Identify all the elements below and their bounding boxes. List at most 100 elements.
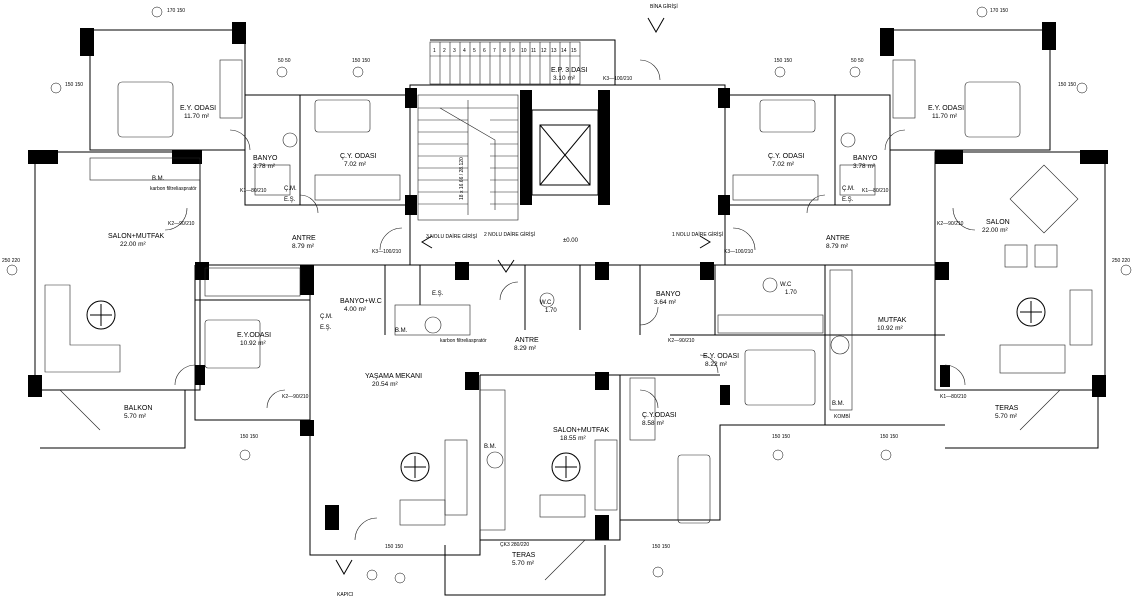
stair-step-numbers: 1 2 3 4 5 6 7 8 9 10 11 12 13 14 15 — [433, 48, 577, 54]
room-name-banyo-c: BANYO — [656, 291, 681, 298]
window-tag: 250 220 — [1112, 258, 1130, 264]
door-code: K3—100/210 — [372, 249, 401, 255]
room-name-antre-c: ANTRE — [515, 337, 539, 344]
room-area-ey-tl: 11.70 m² — [184, 113, 210, 120]
room-area-teras-r: 5.70 m² — [995, 413, 1018, 420]
room-area-antre-l: 8.79 m² — [292, 243, 315, 250]
room-name-ey-ml: E.Y.ODASI — [237, 332, 271, 339]
room-area-cy-tr: 7.02 m² — [772, 161, 795, 168]
stair-number: 11 — [531, 48, 536, 54]
cm-label-tr: Ç.M. — [842, 186, 855, 192]
door-code-labels: K3—100/210 K1—80/210 K1—80/210 K3—100/21… — [168, 76, 967, 548]
door-code: K2—90/210 — [168, 221, 195, 227]
entrance-stairs — [429, 41, 581, 85]
window-tag: 150 150 — [772, 434, 790, 440]
room-name-wc-c: W.C — [540, 300, 552, 306]
stair-number: 7 — [493, 48, 496, 54]
level-marker: ±0.00 — [563, 238, 579, 244]
room-area-salon-r: 22.00 m² — [982, 227, 1008, 234]
room-area-ey-mr: 8.22 m² — [705, 361, 728, 368]
room-name-banyo-ml: BANYO+W.C — [340, 298, 382, 305]
room-name-salon-r: SALON — [986, 219, 1010, 226]
stair-number: 9 — [512, 48, 515, 54]
room-name-antre-l: ANTRE — [292, 235, 316, 242]
room-area-ey-ml: 10.92 m² — [240, 340, 266, 347]
window-tag: 170 150 — [167, 8, 185, 14]
centerline-markers — [86, 297, 1046, 482]
door-code: K1—80/210 — [240, 188, 267, 194]
stair-number: 15 — [571, 48, 577, 54]
room-name-balkon: BALKON — [124, 405, 152, 412]
es-label-c: E.Ş. — [432, 291, 444, 297]
room-name-ey-tl: E.Y. ODASI — [180, 105, 216, 112]
room-area-wc-c: 1.70 — [545, 308, 557, 314]
door-swings — [59, 59, 1061, 581]
room-area-mutfak: 10.92 m² — [877, 325, 903, 332]
room-area-antre-r: 8.79 m² — [826, 243, 849, 250]
stair-number: 13 — [551, 48, 557, 54]
es-label-tl: E.Ş. — [284, 197, 296, 203]
room-area-salon-c: 18.55 m² — [560, 435, 586, 442]
building-entrance-label: BİNA GİRİŞİ — [650, 3, 678, 10]
unit1-entrance-label: 1 NOLU DAİRE GİRİŞİ — [672, 231, 723, 238]
room-labels: E.Y. ODASI 11.70 m² BANYO 3.78 m² Ç.Y. O… — [108, 67, 1019, 567]
bm-label-ml: B.M. — [395, 328, 408, 334]
bm-label-r: B.M. — [832, 401, 845, 407]
window-tag: 150 150 — [240, 434, 258, 440]
es-label-tr: E.Ş. — [842, 197, 854, 203]
room-name-wc-r: W.C — [780, 282, 792, 288]
room-name-yasama: YAŞAMA MEKANI — [365, 373, 422, 380]
cm-label-ml: Ç.M. — [320, 314, 333, 320]
stair-number: 14 — [561, 48, 567, 54]
stair-number: 2 — [443, 48, 446, 54]
room-name-teras-c: TERAS — [512, 552, 536, 559]
window-tag: 150 150 — [385, 544, 403, 550]
es-label-ml: E.Ş. — [320, 325, 332, 331]
entrance-arrows — [335, 17, 711, 576]
door-code: K2—90/210 — [668, 338, 695, 344]
elevator-shaft — [531, 109, 599, 196]
door-code: K2—90/210 — [282, 394, 309, 400]
room-area-teras-c: 5.70 m² — [512, 560, 535, 567]
door-code: K1—80/210 — [940, 394, 967, 400]
room-name-salon-c: SALON+MUTFAK — [553, 427, 610, 434]
room-area-balkon: 5.70 m² — [124, 413, 147, 420]
room-name-ey-tr: E.Y. ODASI — [928, 105, 964, 112]
cm-label-tl: Ç.M. — [284, 186, 297, 192]
room-area-antre-c: 8.29 m² — [514, 345, 537, 352]
door-code: K3—100/210 — [724, 249, 753, 255]
room-name-ep: E.P. 3.DASI — [551, 67, 588, 74]
stair-number: 5 — [473, 48, 476, 54]
room-area-yasama: 20.54 m² — [372, 381, 398, 388]
stair-number: 6 — [483, 48, 486, 54]
bm-label-c: B.M. — [484, 444, 497, 450]
window-tag: 50 50 — [851, 58, 864, 64]
misc-labels: BİNA GİRİŞİ KAPICI 3 NOLU DAİRE GİRİŞİ 2… — [150, 3, 855, 598]
hood-label-l: karbon filtreliaspratör — [150, 186, 197, 192]
room-name-mutfak: MUTFAK — [878, 317, 907, 324]
room-name-salon-l: SALON+MUTFAK — [108, 233, 165, 240]
unit2-entrance-label: 2 NOLU DAİRE GİRİŞİ — [484, 231, 535, 238]
bm-label-l: B.M. — [152, 176, 165, 182]
window-tags — [6, 6, 1132, 584]
door-code: K1—80/210 — [862, 188, 889, 194]
stair-number: 8 — [503, 48, 506, 54]
room-name-banyo-tr: BANYO — [853, 155, 878, 162]
room-name-cy-tl: Ç.Y. ODASI — [340, 153, 376, 160]
stair-number: 12 — [541, 48, 547, 54]
window-tag: 150 150 — [352, 58, 370, 64]
room-name-banyo-tl: BANYO — [253, 155, 278, 162]
room-area-banyo-tr: 3.78 m² — [853, 163, 876, 170]
window-tag: 50 50 — [278, 58, 291, 64]
room-area-wc-r: 1.70 — [785, 290, 797, 296]
stair-number: 1 — [433, 48, 436, 54]
window-tag-labels: 170 150 170 150 150 150 150 150 150 150 … — [2, 8, 1130, 550]
room-area-ep: 3.10 m² — [553, 75, 576, 82]
room-area-ey-tr: 11.70 m² — [932, 113, 958, 120]
main-staircase — [417, 94, 519, 221]
window-tag: 150 150 — [774, 58, 792, 64]
window-tag: 150 150 — [65, 82, 83, 88]
structural-columns — [28, 22, 1108, 540]
stair-note: 18 x 16.66 / 28.120 — [459, 157, 465, 200]
